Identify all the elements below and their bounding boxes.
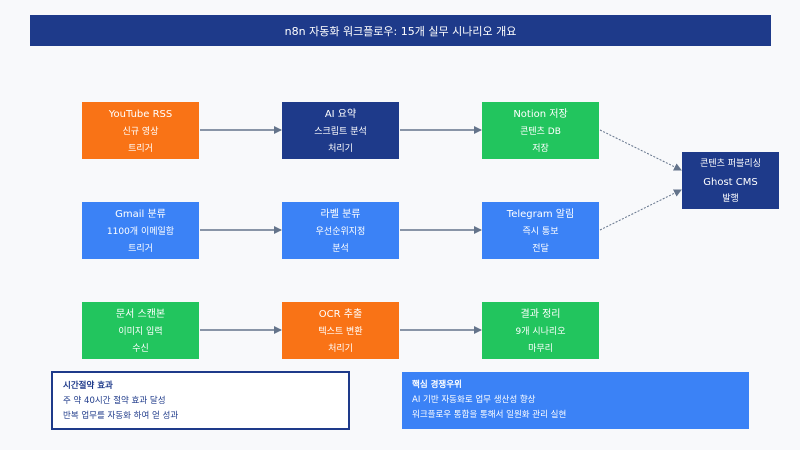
node-label: Telegram 알림 bbox=[506, 209, 575, 220]
node-label: 라벨 분류 bbox=[320, 209, 361, 220]
info-line: AI 기반 자동화로 업무 생산성 향상 bbox=[412, 395, 536, 405]
node-label: YouTube RSS bbox=[108, 109, 173, 120]
node-gmail: Gmail 분류 1100개 이메일함 트리거 bbox=[82, 202, 199, 259]
arrow-telegram-to-publish bbox=[599, 189, 682, 231]
node-role: 마무리 bbox=[528, 344, 553, 354]
node-role: 전달 bbox=[532, 244, 549, 254]
node-sublabel: 스크립트 분석 bbox=[314, 126, 367, 137]
node-telegram: Telegram 알림 즉시 통보 전달 bbox=[482, 202, 599, 259]
node-publish: 콘텐츠 퍼블리싱 Ghost CMS 발행 bbox=[682, 152, 779, 209]
node-role: 분석 bbox=[332, 244, 349, 254]
node-sublabel: 9개 시나리오 bbox=[515, 326, 566, 337]
node-role: 수신 bbox=[132, 344, 149, 354]
node-label: OCR 추출 bbox=[318, 309, 363, 320]
node-role: 처리기 bbox=[328, 144, 353, 154]
info-line: 워크플로우 통합을 통해서 일원화 관리 실현 bbox=[412, 410, 567, 420]
node-sublabel: 콘텐츠 DB bbox=[520, 126, 561, 137]
node-label: 문서 스캔본 bbox=[115, 309, 166, 320]
node-label: Gmail 분류 bbox=[115, 209, 166, 220]
info-line: 반복 업무를 자동화 하여 얻 성과 bbox=[63, 411, 179, 421]
node-notion: Notion 저장 콘텐츠 DB 저장 bbox=[482, 102, 599, 159]
info-line: 주 약 40시간 절약 효과 달성 bbox=[63, 396, 166, 406]
node-ai-summary: AI 요약 스크립트 분석 처리기 bbox=[282, 102, 399, 159]
node-label-classify: 라벨 분류 우선순위지정 분석 bbox=[282, 202, 399, 259]
info-heading: 핵심 경쟁우위 bbox=[412, 380, 462, 390]
node-label: Notion 저장 bbox=[513, 109, 568, 120]
info-heading: 시간절약 효과 bbox=[63, 381, 113, 391]
node-label: 콘텐츠 퍼블리싱 bbox=[700, 159, 761, 169]
node-role: 저장 bbox=[532, 144, 549, 154]
node-sublabel: 신규 영상 bbox=[122, 126, 159, 137]
node-ocr: OCR 추출 텍스트 변환 처리기 bbox=[282, 302, 399, 359]
node-sublabel: 우선순위지정 bbox=[315, 226, 366, 237]
node-youtube-rss: YouTube RSS 신규 영상 트리거 bbox=[82, 102, 199, 159]
node-result: 결과 정리 9개 시나리오 마무리 bbox=[482, 302, 599, 359]
node-sublabel: Ghost CMS bbox=[703, 176, 758, 188]
node-sublabel: 텍스트 변환 bbox=[318, 326, 363, 337]
node-role: 트리거 bbox=[128, 144, 153, 154]
node-role: 처리기 bbox=[328, 344, 353, 354]
node-role: 트리거 bbox=[128, 244, 153, 254]
node-role: 발행 bbox=[722, 194, 739, 204]
info-box-time-saving: 시간절약 효과 주 약 40시간 절약 효과 달성 반복 업무를 자동화 하여 … bbox=[51, 371, 350, 430]
diagram-title: n8n 자동화 워크플로우: 15개 실무 시나리오 개요 bbox=[30, 15, 771, 46]
node-doc-scan: 문서 스캔본 이미지 입력 수신 bbox=[82, 302, 199, 359]
node-sublabel: 이미지 입력 bbox=[118, 326, 163, 337]
node-sublabel: 즉시 통보 bbox=[522, 226, 559, 237]
node-label: 결과 정리 bbox=[520, 309, 561, 320]
info-box-advantage: 핵심 경쟁우위 AI 기반 자동화로 업무 생산성 향상 워크플로우 통합을 통… bbox=[402, 372, 749, 429]
node-label: AI 요약 bbox=[324, 109, 357, 120]
node-sublabel: 1100개 이메일함 bbox=[106, 226, 175, 237]
arrow-notion-to-publish bbox=[599, 129, 682, 171]
